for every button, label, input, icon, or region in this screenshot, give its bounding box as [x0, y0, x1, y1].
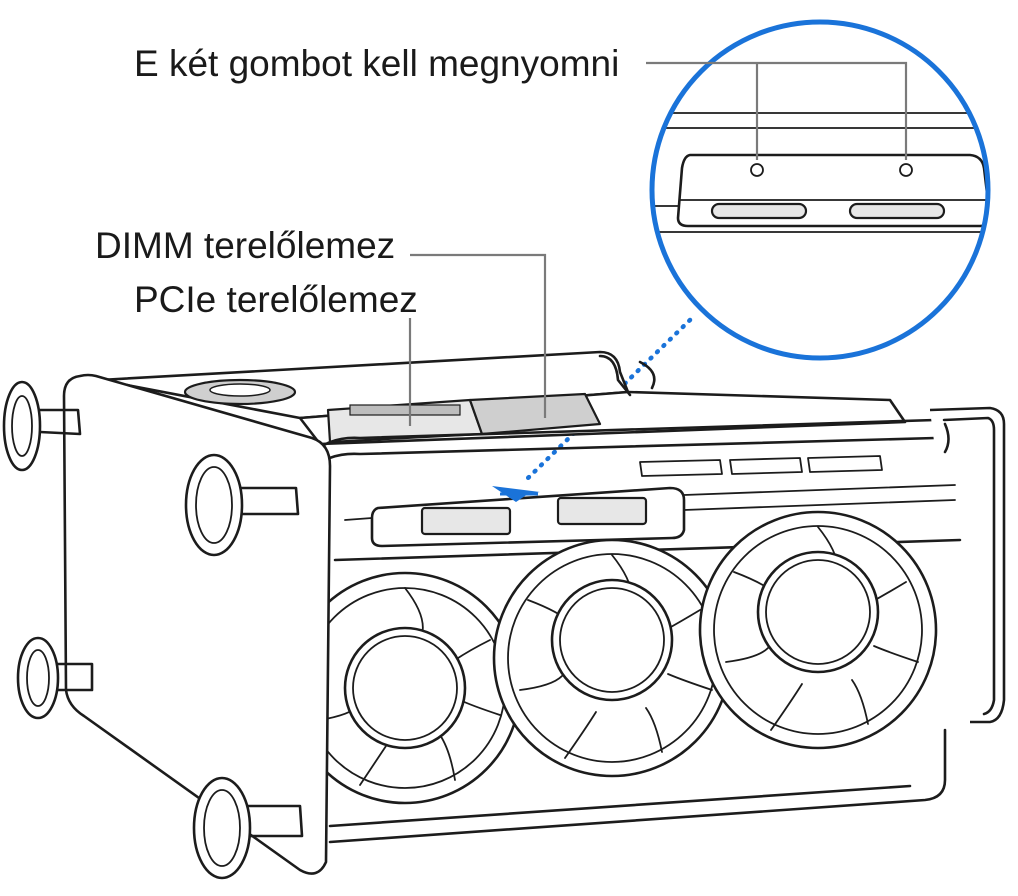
release-slot-left: [420, 506, 512, 536]
foot-bottom-right: [192, 776, 304, 880]
foot-top-right: [184, 453, 300, 557]
fan-right: [698, 510, 938, 750]
dotted-pointer: [525, 317, 693, 481]
label-dimm-cover: DIMM terelőlemez: [95, 225, 395, 266]
buttons-leader: [646, 61, 908, 160]
foot-top-left: [2, 380, 82, 472]
release-button-right: [899, 163, 913, 177]
magnifier-ring: [649, 19, 991, 361]
label-pcie-cover: PCIe terelőlemez: [134, 279, 418, 320]
release-slot-right: [556, 496, 648, 526]
magnifier-inset: [649, 19, 991, 361]
foot-bottom-left: [16, 636, 94, 720]
mac-pro-illustration: [2, 350, 1006, 880]
slot-left-zoomed: [710, 202, 808, 220]
cover-leaders: [408, 253, 547, 426]
left-side-panel: [62, 373, 332, 875]
label-press-buttons: E két gombot kell megnyomni: [134, 43, 619, 84]
dimm-cover: [468, 392, 602, 436]
release-button-left: [750, 163, 764, 177]
fan-left: [288, 571, 522, 805]
fan-middle: [492, 538, 732, 778]
slot-right-zoomed: [848, 202, 946, 220]
